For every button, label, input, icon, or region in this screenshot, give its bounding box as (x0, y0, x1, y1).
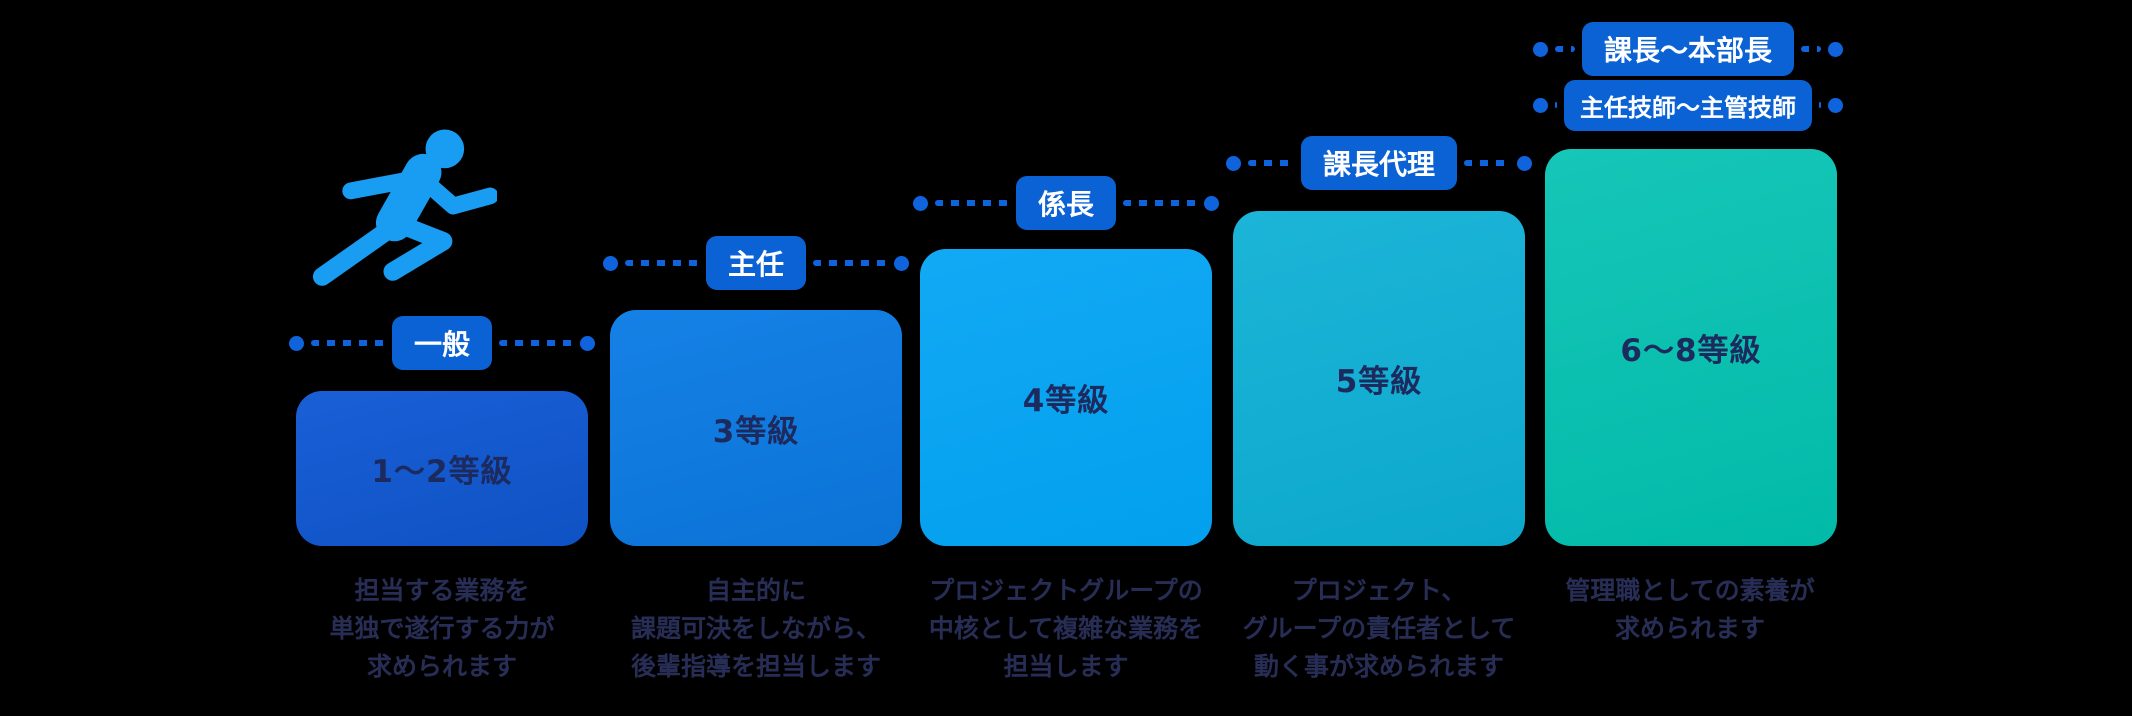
connector-dotted-line (625, 260, 699, 266)
connector-dot (1828, 41, 1844, 57)
runner-icon (312, 129, 497, 286)
role-pill: 一般 (392, 316, 493, 370)
grade-label: 4等級 (1022, 383, 1110, 419)
connector-dot (1226, 155, 1241, 171)
role-pill: 係長 (1016, 176, 1117, 230)
grade-description: プロジェクト、 グループの責任者として 動く事が求められます (1242, 576, 1516, 681)
grade-description: 担当する業務を 単独で遂行する力が 求められます (329, 576, 555, 681)
grade-description: プロジェクトグループの 中核として複雑な業務を 担当します (928, 576, 1204, 681)
grade-bar-1-2: 1〜2等級 (296, 391, 588, 546)
connector-dot (603, 255, 618, 271)
connector-dot (894, 255, 910, 271)
connector-dot (913, 195, 928, 211)
grade-label: 5等級 (1335, 364, 1423, 400)
grade-bar-5: 5等級 (1233, 211, 1525, 546)
role-connector-kakaricho: 係長 (913, 176, 1220, 230)
grade-bar-4: 4等級 (920, 249, 1212, 546)
connector-dot (580, 335, 596, 351)
connector-dotted-line (499, 340, 574, 346)
grade-label: 3等級 (712, 413, 800, 450)
role-connector-kacho-dairi: 課長代理 (1226, 136, 1533, 190)
connector-dotted-line (935, 200, 1009, 206)
grade-description: 管理職としての素養が 求められます (1565, 576, 1815, 643)
connector-dot (289, 335, 304, 351)
connector-dotted-line (1248, 160, 1294, 166)
grade-description: 自主的に 課題可決をしながら、 後輩指導を担当します (630, 576, 881, 681)
role-pill: 課長〜本部長 (1582, 22, 1795, 76)
connector-dot (1828, 97, 1843, 113)
connector-dotted-line (1123, 200, 1198, 206)
grade-label: 1〜2等級 (371, 454, 513, 490)
connector-dotted-line (1555, 46, 1575, 52)
connector-dot (1517, 155, 1533, 171)
connector-dotted-line (1555, 102, 1557, 108)
role-pill: 課長代理 (1301, 136, 1458, 190)
grade-label: 6〜8等級 (1620, 333, 1762, 369)
grade-bar-3: 3等級 (610, 310, 902, 546)
role-connector-shunin: 主任 (603, 236, 910, 290)
connector-dot (1533, 41, 1548, 57)
connector-dot (1533, 97, 1548, 113)
role-pill: 主任技師〜主管技師 (1564, 79, 1812, 131)
connector-dotted-line (1801, 46, 1822, 52)
connector-dotted-line (1464, 160, 1511, 166)
connector-dotted-line (311, 340, 385, 346)
connector-dotted-line (1819, 102, 1821, 108)
role-connector-gishi: 主任技師〜主管技師 (1533, 79, 1843, 131)
connector-dotted-line (813, 260, 888, 266)
role-pill: 主任 (706, 236, 807, 290)
grade-bar-6-8: 6〜8等級 (1545, 149, 1837, 546)
role-connector-kacho-honbucho: 課長〜本部長 (1533, 22, 1844, 76)
connector-dot (1204, 195, 1220, 211)
role-connector-general: 一般 (289, 316, 596, 370)
